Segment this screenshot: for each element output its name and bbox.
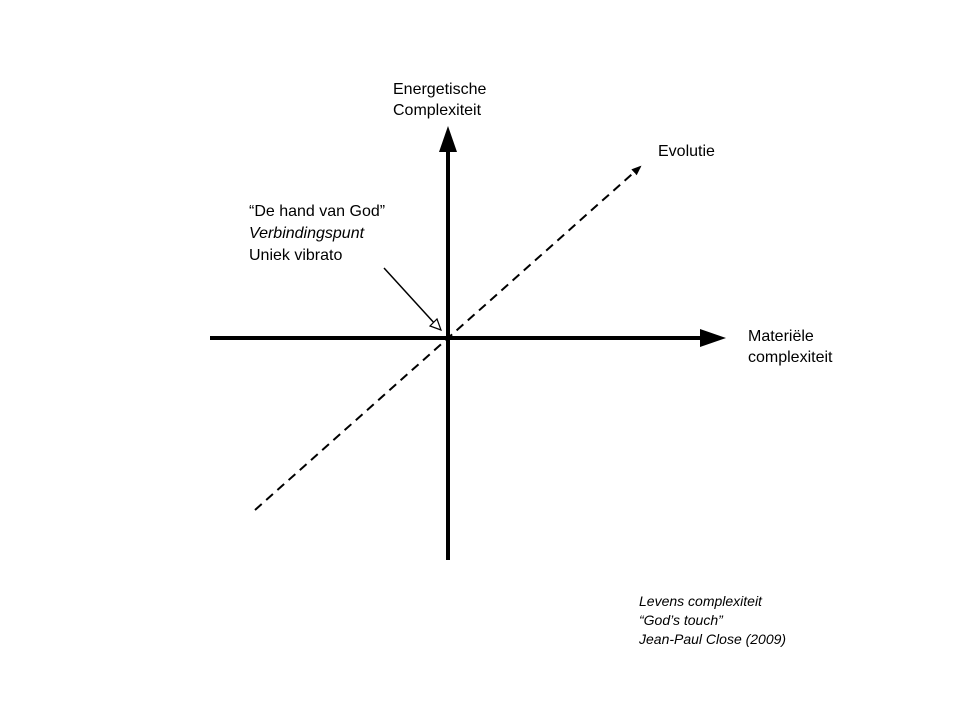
vertical-axis-arrowhead [439, 126, 457, 152]
x-axis-label: Materiële complexiteit [748, 326, 832, 368]
caption-credit: Jean-Paul Close (2009) [639, 631, 787, 647]
annotation-pointer-arrow [383, 267, 437, 326]
x-axis-label-line: complexiteit [748, 349, 833, 366]
annotation-note: Uniek vibrato [249, 247, 343, 264]
annotation-pointer-arrowhead [428, 317, 443, 332]
evolution-dashed-line [254, 165, 642, 511]
evolution-label: Evolutie [658, 143, 715, 160]
horizontal-axis-arrowhead [700, 329, 726, 347]
y-axis-label: Energetische Complexiteit [393, 79, 486, 121]
annotation-title: “De hand van God” [249, 203, 386, 220]
origin-annotation: “De hand van God” Verbindingspunt Uniek … [249, 201, 385, 267]
y-axis-label-line: Energetische [393, 81, 487, 98]
annotation-subtitle: Verbindingspunt [249, 225, 365, 242]
y-axis-label-line: Complexiteit [393, 102, 482, 119]
caption: Levens complexiteit “God’s touch” Jean-P… [639, 592, 786, 649]
x-axis-label-line: Materiële [748, 328, 814, 345]
caption-line: “God’s touch” [639, 612, 723, 628]
caption-line: Levens complexiteit [639, 593, 762, 609]
